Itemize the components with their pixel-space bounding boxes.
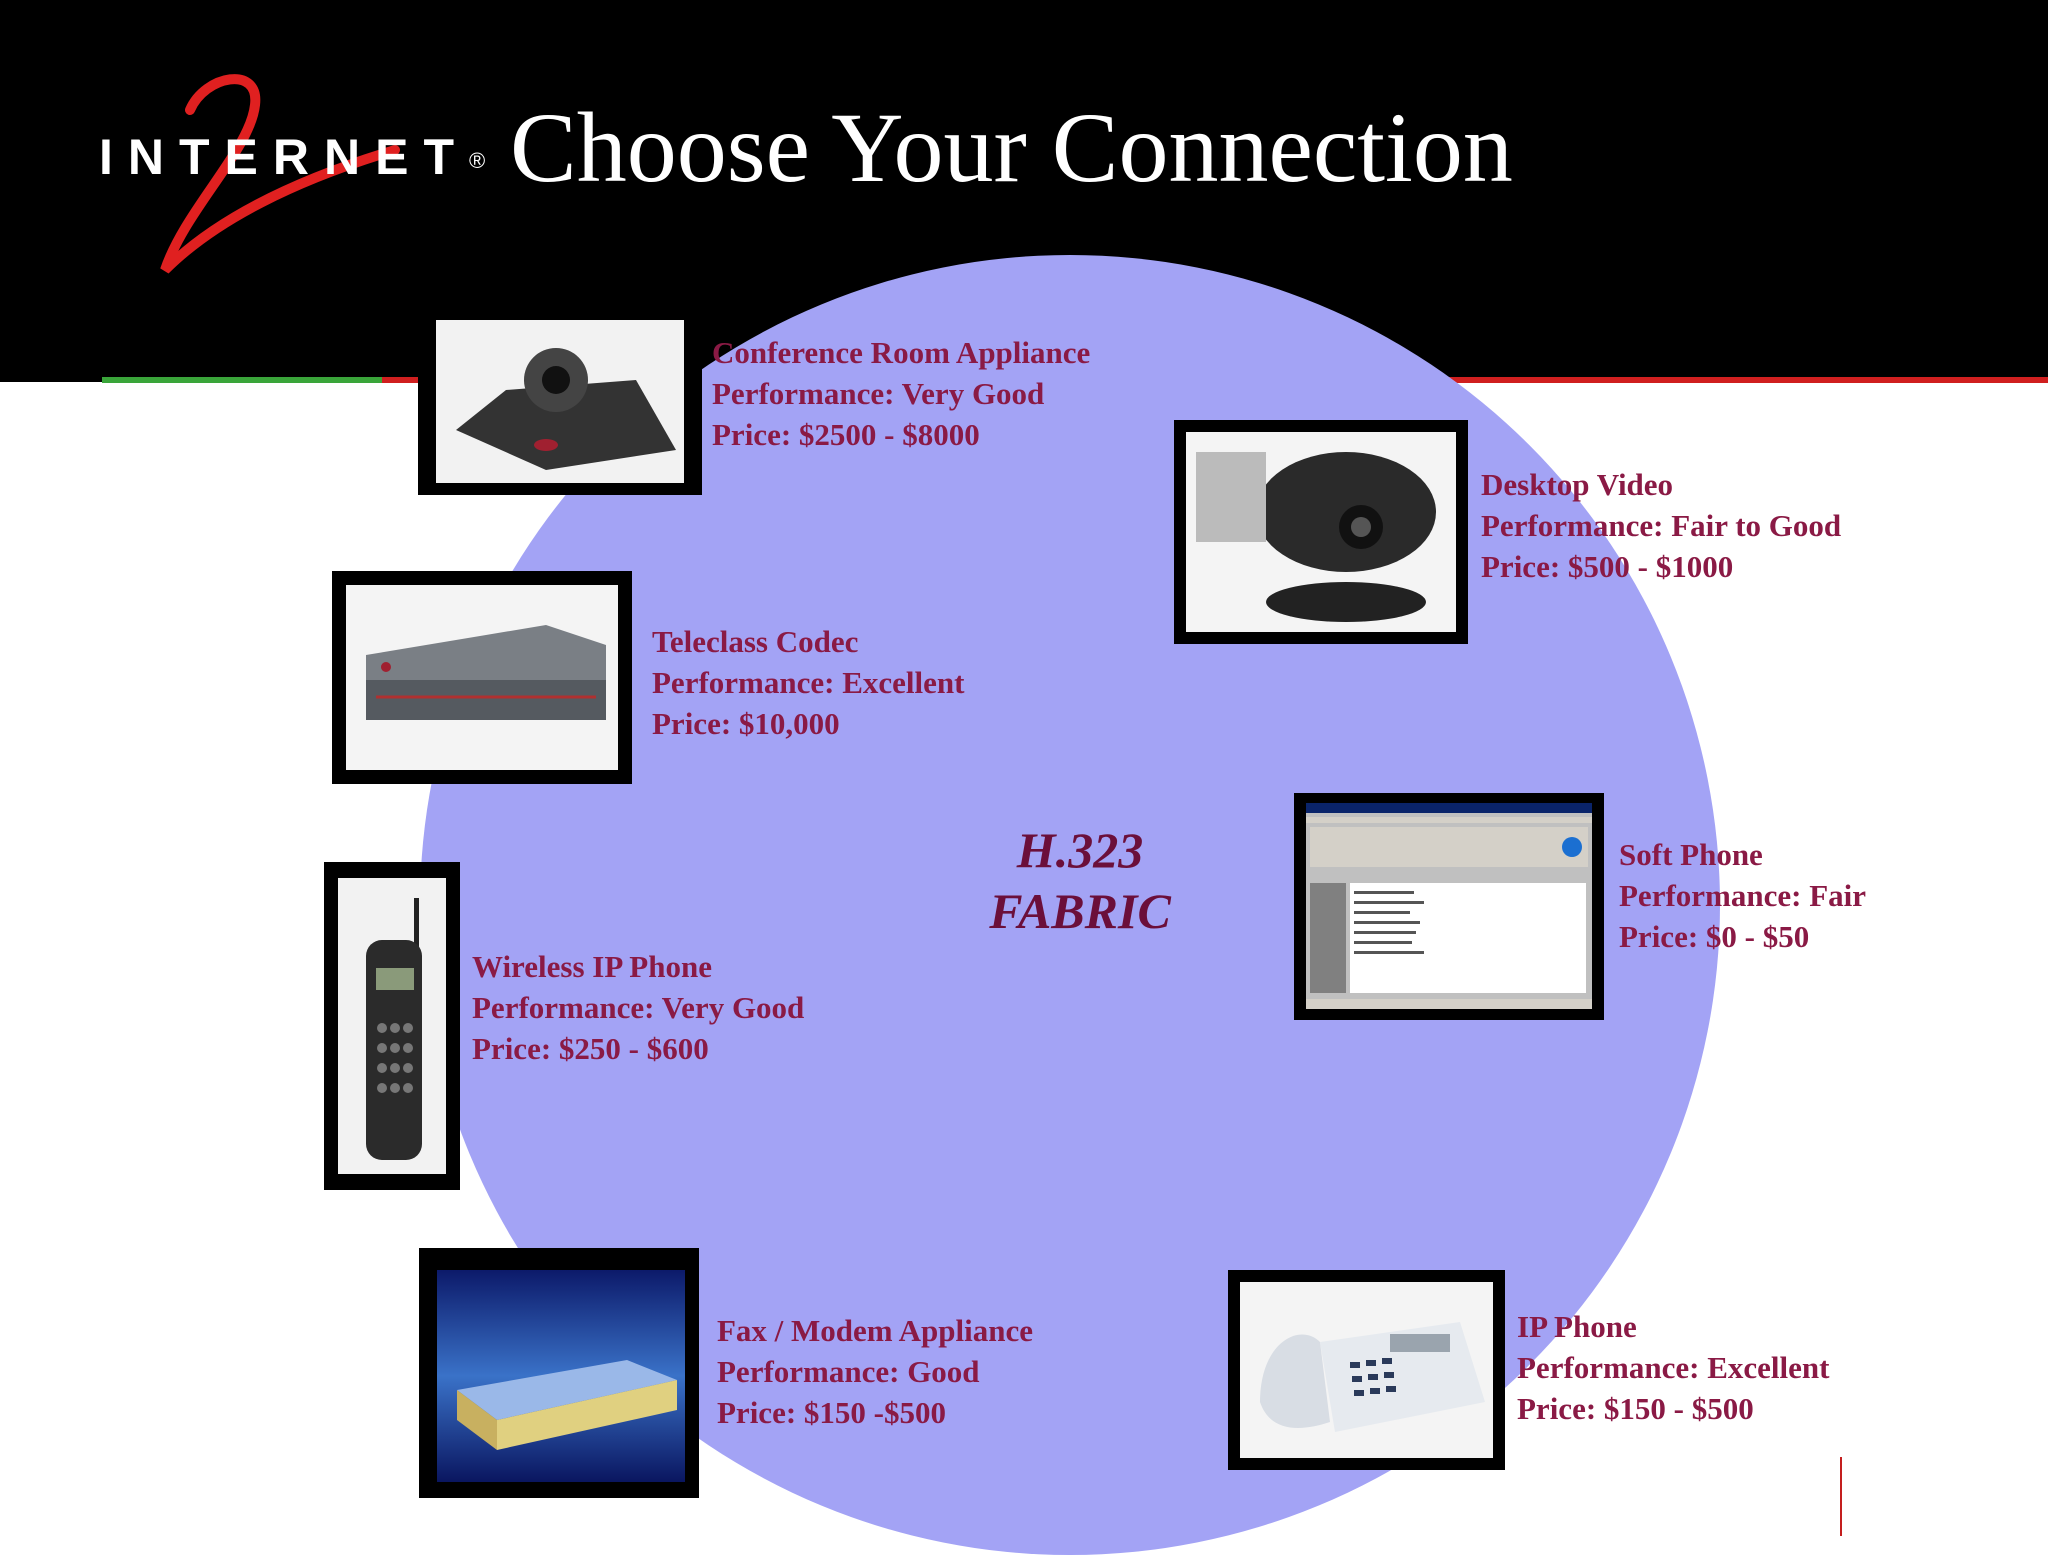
product-teleclass-codec: Teleclass Codec Performance: Excellent P… — [652, 621, 964, 744]
product-price: Price: $2500 - $8000 — [712, 417, 980, 452]
fabric-label: H.323 FABRIC — [930, 820, 1230, 942]
product-name: Conference Room Appliance — [712, 335, 1091, 370]
soft-phone-image — [1294, 793, 1604, 1020]
product-name: IP Phone — [1517, 1309, 1637, 1344]
conference-room-image — [418, 308, 702, 495]
logo-2-mark — [160, 74, 400, 274]
product-price: Price: $500 - $1000 — [1481, 549, 1734, 584]
product-name: Fax / Modem Appliance — [717, 1313, 1034, 1348]
wireless-phone-image — [324, 862, 460, 1190]
teleclass-codec-image — [332, 571, 632, 784]
internet2-logo: INTERNET® — [95, 70, 485, 310]
product-performance: Performance: Excellent — [1517, 1350, 1830, 1385]
product-performance: Performance: Fair to Good — [1481, 508, 1842, 543]
netmeeting-window-icon — [1306, 803, 1592, 1009]
product-wireless-ip-phone: Wireless IP Phone Performance: Very Good… — [472, 946, 804, 1069]
product-fax-modem: Fax / Modem Appliance Performance: Good … — [717, 1310, 1033, 1433]
product-performance: Performance: Excellent — [652, 665, 965, 700]
desktop-video-image — [1174, 420, 1468, 644]
wireless-handset-icon — [338, 878, 446, 1174]
page-title: Choose Your Connection — [510, 92, 1513, 203]
corner-accent-line — [1840, 1457, 1842, 1536]
fabric-label-line2: FABRIC — [989, 883, 1171, 939]
product-name: Teleclass Codec — [652, 624, 859, 659]
rack-codec-icon — [346, 585, 618, 770]
product-ip-phone: IP Phone Performance: Excellent Price: $… — [1517, 1306, 1829, 1429]
conference-room-camera-icon — [436, 320, 684, 483]
product-name: Soft Phone — [1619, 837, 1763, 872]
product-performance: Performance: Very Good — [472, 990, 805, 1025]
logo-text: INTERNET® — [99, 129, 486, 185]
product-conference-room: Conference Room Appliance Performance: V… — [712, 332, 1090, 455]
desk-phone-icon — [1240, 1282, 1493, 1458]
product-soft-phone: Soft Phone Performance: Fair Price: $0 -… — [1619, 834, 1866, 957]
product-name: Desktop Video — [1481, 467, 1674, 502]
modem-box-icon — [437, 1270, 685, 1482]
product-price: Price: $250 - $600 — [472, 1031, 709, 1066]
product-performance: Performance: Very Good — [712, 376, 1045, 411]
product-price: Price: $0 - $50 — [1619, 919, 1810, 954]
product-performance: Performance: Fair — [1619, 878, 1867, 913]
fax-modem-image — [419, 1248, 699, 1498]
accent-stripe-green — [102, 377, 382, 383]
product-price: Price: $150 -$500 — [717, 1395, 946, 1430]
fabric-label-line1: H.323 — [1016, 822, 1144, 878]
desktop-video-camera-icon — [1186, 432, 1456, 632]
ip-phone-image — [1228, 1270, 1505, 1470]
product-desktop-video: Desktop Video Performance: Fair to Good … — [1481, 464, 1841, 587]
product-price: Price: $150 - $500 — [1517, 1391, 1754, 1426]
product-performance: Performance: Good — [717, 1354, 980, 1389]
product-name: Wireless IP Phone — [472, 949, 712, 984]
product-price: Price: $10,000 — [652, 706, 840, 741]
